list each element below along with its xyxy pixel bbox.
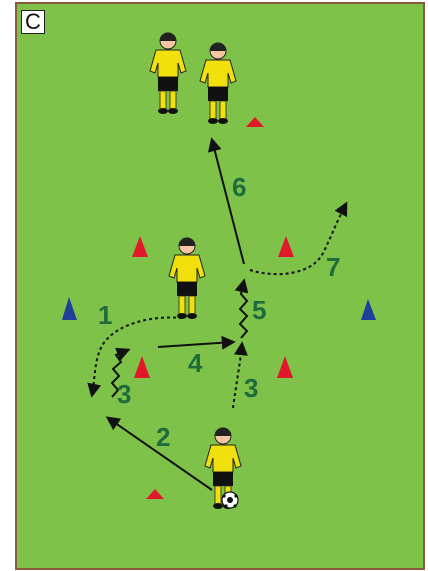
step-label-5: 5 xyxy=(252,297,266,323)
step-label-3-right: 3 xyxy=(244,375,258,401)
step-label-6: 6 xyxy=(232,174,246,200)
step-label-2: 2 xyxy=(156,424,170,450)
step-label-7: 7 xyxy=(326,254,340,280)
step-label-3-left: 3 xyxy=(117,381,131,407)
step-label-4: 4 xyxy=(188,350,202,376)
step-label-1: 1 xyxy=(98,302,112,328)
ball-icon xyxy=(222,492,238,508)
panel-letter-box: C xyxy=(21,10,45,34)
